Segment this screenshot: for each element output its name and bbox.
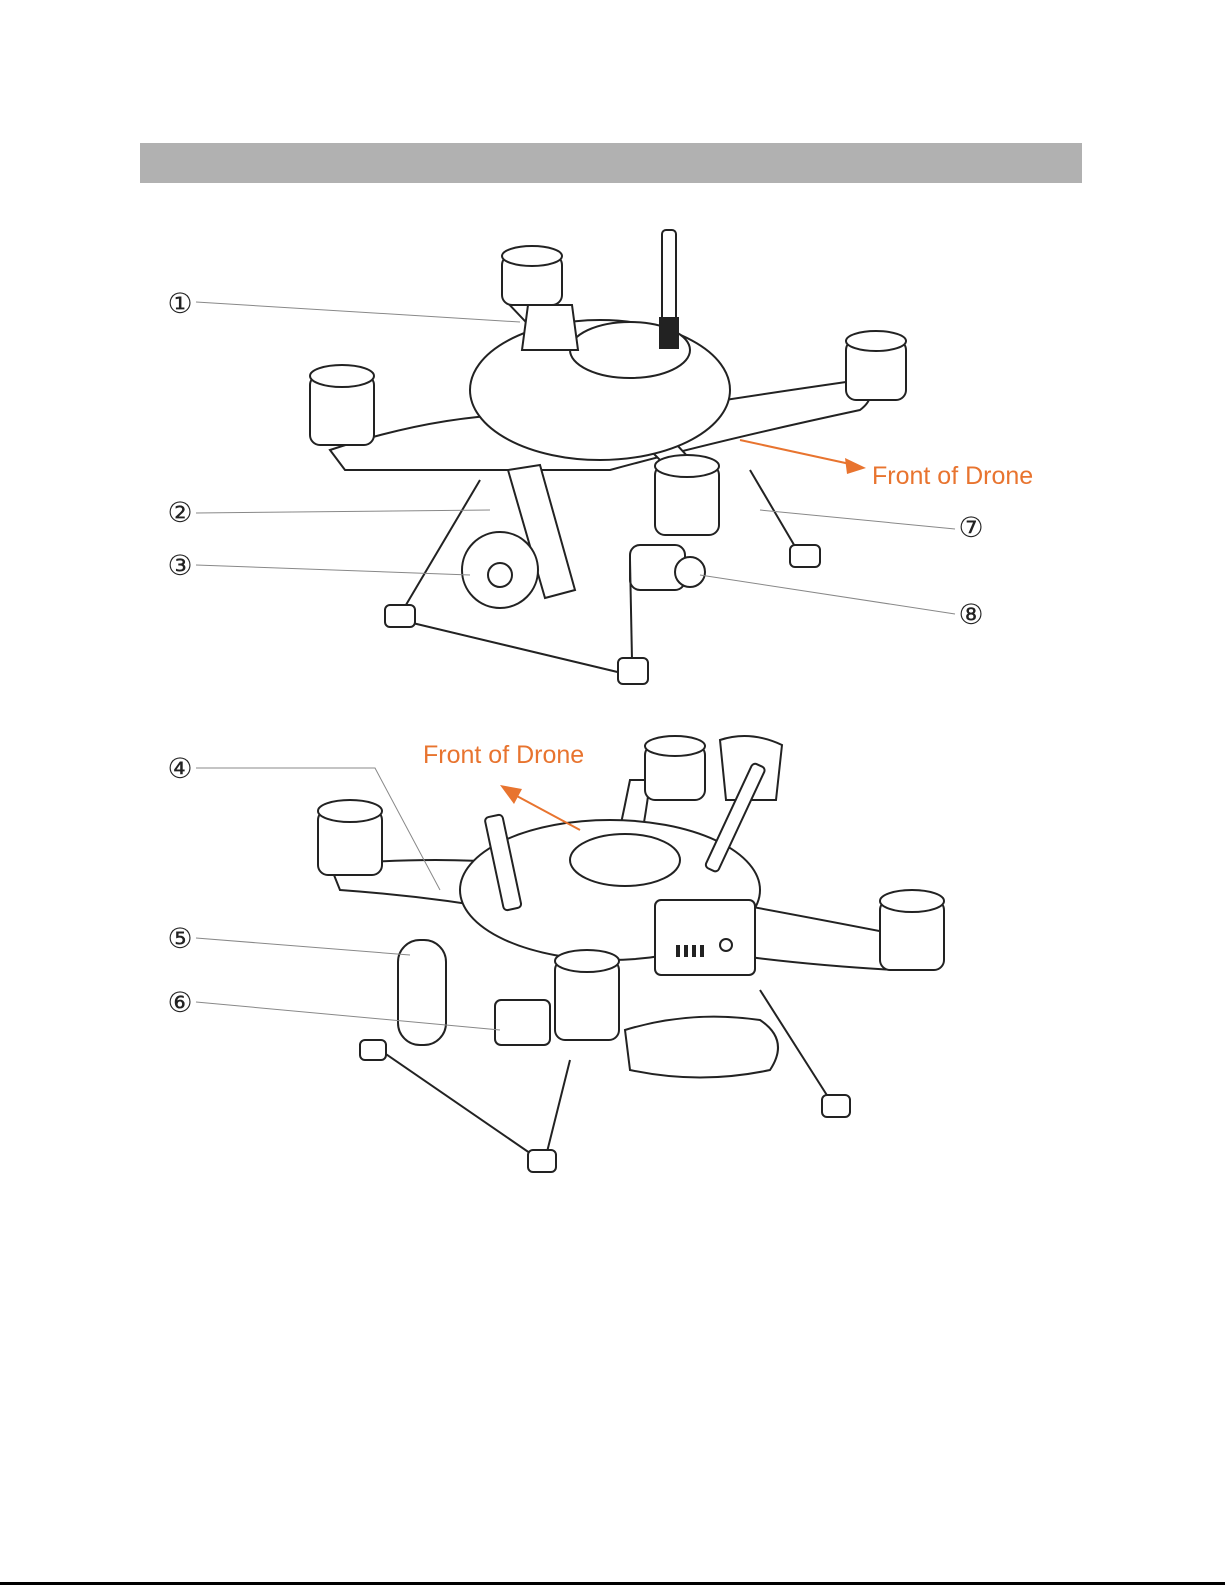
callout-1: ① xyxy=(167,287,192,320)
callout-3: ③ xyxy=(167,549,192,582)
motor-icon xyxy=(502,246,562,305)
callout-2: ② xyxy=(167,496,192,529)
callout-7: ⑦ xyxy=(958,511,983,544)
motor-icon xyxy=(645,736,705,800)
callout-5: ⑤ xyxy=(167,922,192,955)
callout-8: ⑧ xyxy=(958,598,983,631)
arrow-icon xyxy=(845,458,866,474)
drone-illustration-bottom: ④ ⑤ ⑥ Front of Drone xyxy=(0,725,1225,1185)
callout-6: ⑥ xyxy=(167,986,192,1019)
section-header-bar xyxy=(140,143,1082,183)
front-of-drone-label-bottom: Front of Drone xyxy=(423,741,584,769)
callout-4: ④ xyxy=(167,752,192,785)
drone-figure-bottom: ④ ⑤ ⑥ Front of Drone xyxy=(0,725,1225,1185)
front-of-drone-label-top: Front of Drone xyxy=(872,462,1033,490)
arrow-icon xyxy=(500,785,522,804)
drone-illustration-top: ① ② ③ ⑦ ⑧ Front of Drone xyxy=(0,210,1225,700)
drone-figure-top: ① ② ③ ⑦ ⑧ Front of Drone xyxy=(0,210,1225,700)
